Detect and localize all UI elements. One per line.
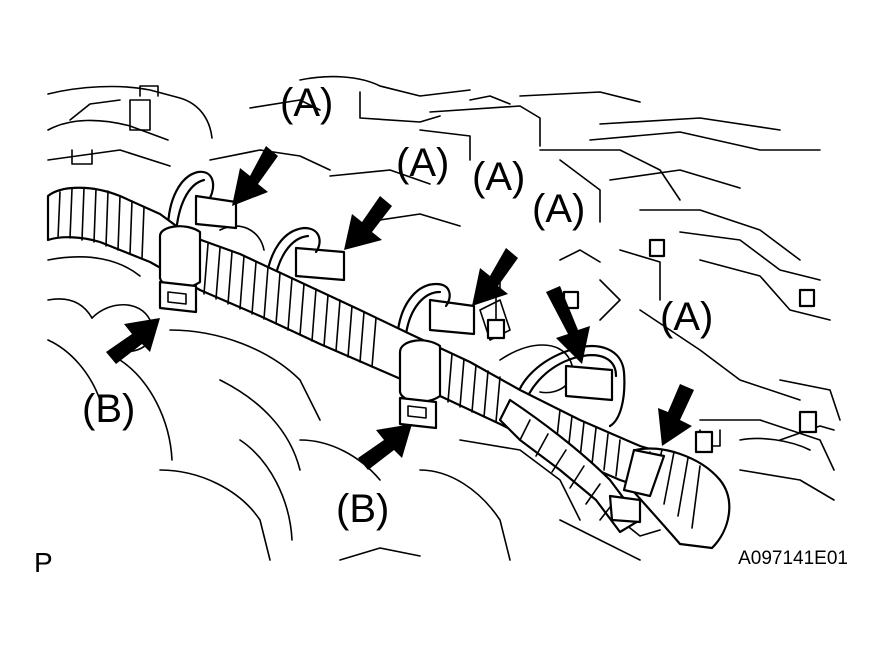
label-a-1: (A) [280,81,333,125]
harness-branch [498,398,642,534]
label-a-2: (A) [396,141,449,185]
arrow-connector-2 [344,196,392,250]
label-a-3: (A) [472,155,525,199]
label-b-1: (B) [82,387,135,431]
connector-wires [166,170,626,428]
arrow-clamp-b-right [358,424,412,470]
arrow-harness-band [658,384,694,446]
injector-connector-2 [294,246,346,282]
engine-background-lines [47,75,841,561]
connector-group [194,194,614,402]
arrow-connector-4 [546,286,590,364]
injector-connector-3 [428,298,476,336]
injector-connector-4 [564,364,614,402]
arrow-connector-3 [472,248,518,306]
stud-bolts [486,238,818,454]
clamp-b-left [158,225,202,314]
harness-grommet [622,448,666,498]
clamp-b-right [398,339,442,430]
arrow-clamp-b-left [106,318,160,364]
harness-band-clamp [608,494,642,524]
corner-letter: P [34,547,53,578]
label-b-2: (B) [336,487,389,531]
figure-code: A097141E01 [738,548,848,569]
callout-arrows [106,146,694,470]
label-a-5: (A) [660,295,713,339]
label-a-4: (A) [532,187,585,231]
injector-connector-1 [194,194,238,230]
arrow-connector-1 [232,146,278,206]
